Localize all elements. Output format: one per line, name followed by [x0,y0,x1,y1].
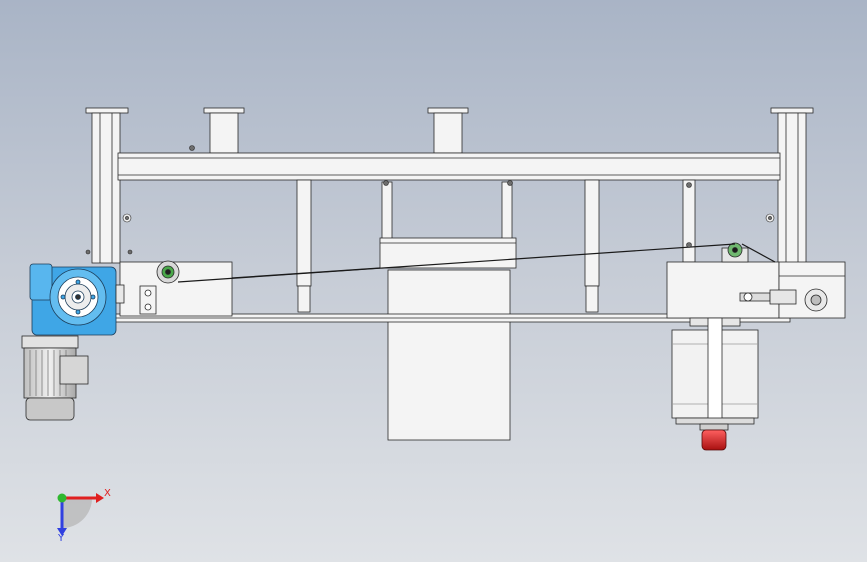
mount-stub-right [427,107,469,154]
left-gearbox [29,263,125,336]
hopper-chute [387,269,511,441]
left-drive-housing [119,260,233,317]
emergency-stop-button [699,423,729,451]
y-axis-dot [57,493,67,503]
x-axis-label: X [104,488,111,499]
right-drive-housing [666,261,846,319]
fastener-bolts [85,145,775,255]
conveyor-belt [177,243,776,283]
left-drive-motor [21,335,89,421]
idler-bearing [721,242,749,263]
x-axis-head [96,493,104,503]
coordinate-triad: X Y [57,488,111,544]
mount-stub-left [203,107,245,154]
right-motor [671,317,759,425]
main-beam [117,152,781,181]
support-post-left [85,107,129,264]
hanger-rods [296,179,696,313]
z-axis-head [57,528,67,536]
y-axis-label: Y [57,533,65,544]
support-post-right [770,107,814,264]
center-bracket [379,181,517,269]
